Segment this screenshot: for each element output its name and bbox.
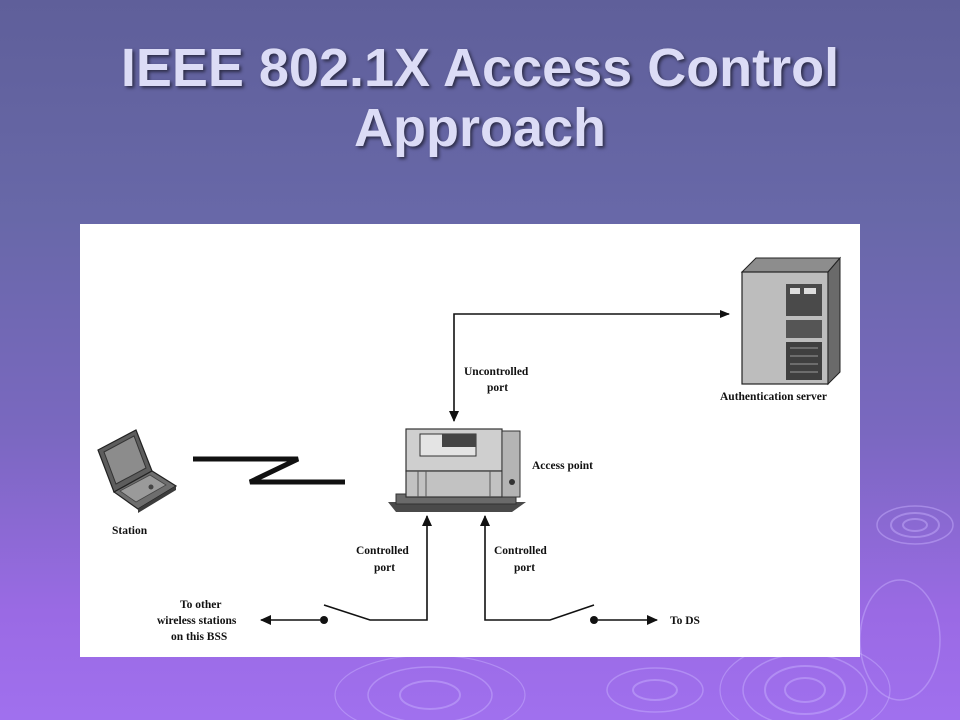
uncontrolled-port-label-1: Uncontrolled — [464, 366, 529, 378]
to-ds-label: To DS — [670, 615, 700, 627]
access-point-label: Access point — [532, 460, 593, 472]
wireless-link — [193, 456, 345, 485]
to-other-label-2: wireless stations — [157, 615, 237, 627]
uncontrolled-port-link — [453, 310, 730, 421]
server-icon — [740, 256, 842, 386]
to-other-label-3: on this BSS — [171, 631, 227, 643]
station-label: Station — [112, 525, 148, 537]
controlled-port-right-link — [484, 516, 595, 621]
access-control-diagram: Station Access point — [97, 256, 842, 643]
controlled-port-right-label-1: Controlled — [494, 545, 547, 557]
slide-title: IEEE 802.1X Access Control Approach — [0, 38, 960, 158]
controlled-port-right-label-2: port — [514, 562, 535, 574]
to-other-label-1: To other — [180, 599, 221, 611]
laptop-icon — [97, 429, 178, 513]
auth-server-label: Authentication server — [720, 391, 827, 403]
access-point-icon — [388, 428, 526, 512]
uncontrolled-port-label-2: port — [487, 382, 508, 394]
controlled-port-left-label-2: port — [374, 562, 395, 574]
controlled-port-left-label-1: Controlled — [356, 545, 409, 557]
diagram-figure: Station Access point — [80, 224, 860, 657]
controlled-port-left-link — [323, 516, 428, 621]
uncontrolled-arrowhead — [449, 411, 459, 422]
title-line-2: Approach — [353, 98, 607, 158]
title-line-1: IEEE 802.1X Access Control — [120, 38, 840, 98]
